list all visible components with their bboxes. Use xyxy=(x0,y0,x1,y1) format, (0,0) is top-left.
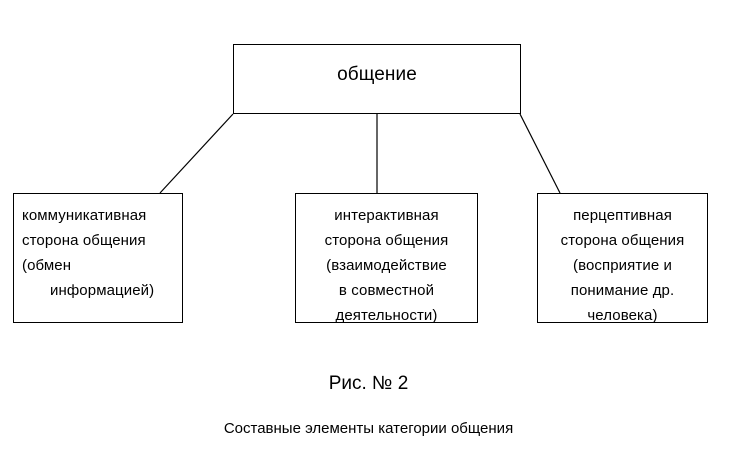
node-root-label: общение xyxy=(337,64,417,85)
connector-root-to-perceptive xyxy=(519,113,561,194)
node-interactive-side[interactable]: интерактивная сторона общения (взаимодей… xyxy=(295,193,478,324)
node-interactive-line-1: интерактивная xyxy=(334,207,439,224)
node-communicative-line-2: сторона общения xyxy=(22,232,146,249)
node-perceptive-line-1: перцептивная xyxy=(573,207,672,224)
node-interactive-line-3: (взаимодействие xyxy=(326,257,447,274)
node-communicative-line-3: (обмен xyxy=(22,257,72,274)
node-perceptive-side[interactable]: перцептивная сторона общения (восприятие… xyxy=(537,193,708,324)
node-perceptive-line-4: понимание др. xyxy=(570,282,675,299)
node-interactive-line-2: сторона общения xyxy=(324,232,449,249)
node-communicative-side[interactable]: коммуникативная сторона общения (обмен и… xyxy=(13,193,183,323)
node-interactive-line-4: в совместной xyxy=(338,282,435,299)
figure-caption: Составные элементы категории общения xyxy=(223,420,514,437)
node-communicative-line-4: информацией) xyxy=(50,282,155,299)
node-communicative-line-1: коммуникативная xyxy=(22,207,147,224)
node-interactive-line-5: деятельности) xyxy=(335,307,438,324)
connector-root-to-communicative xyxy=(159,113,234,194)
node-obshchenie[interactable]: общение xyxy=(233,44,521,114)
node-perceptive-line-5: человека) xyxy=(587,307,658,324)
node-perceptive-line-2: сторона общения xyxy=(560,232,685,249)
figure-number: Рис. № 2 xyxy=(328,373,409,394)
node-perceptive-line-3: (восприятие и xyxy=(572,257,673,274)
